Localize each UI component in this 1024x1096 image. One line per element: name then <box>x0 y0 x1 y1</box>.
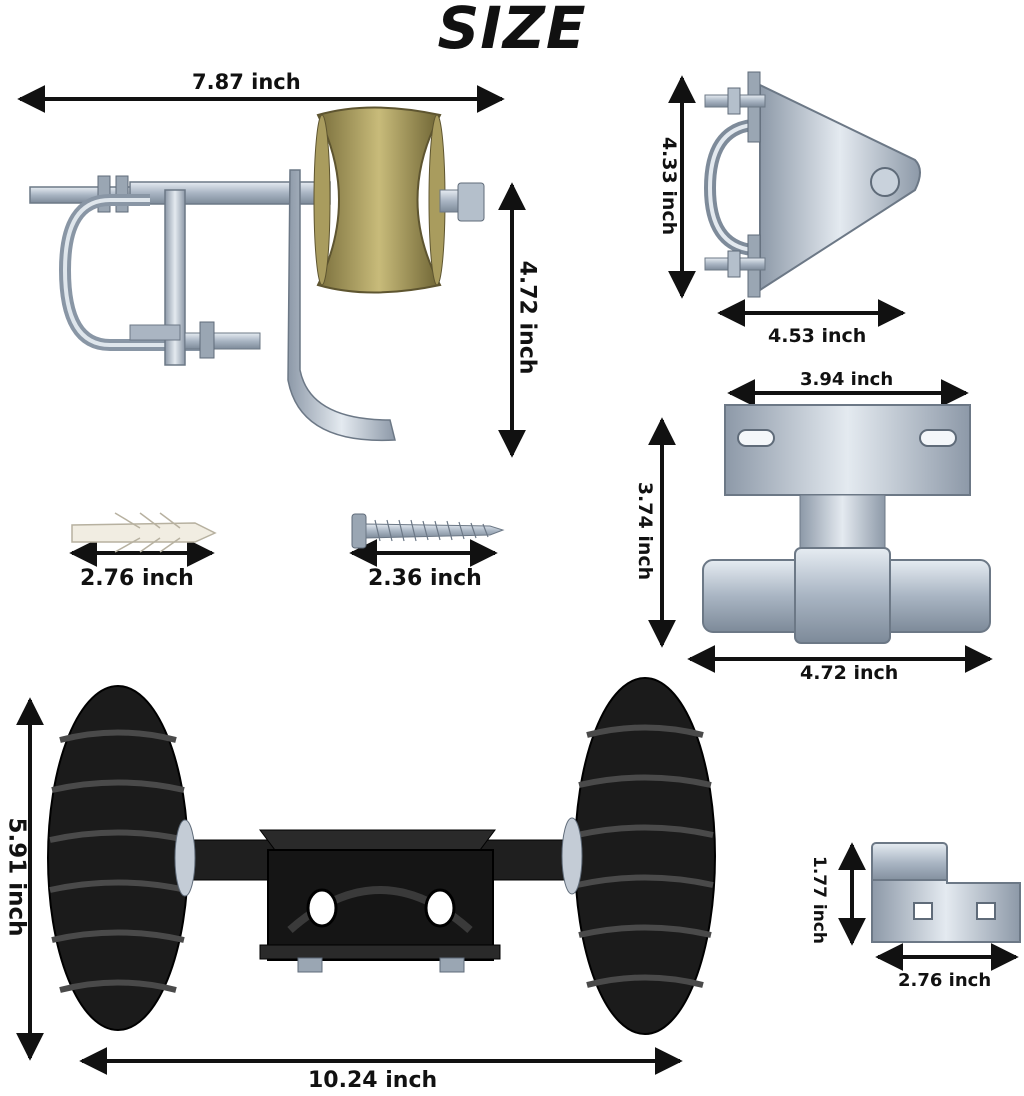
label-clamp-width: 4.53 inch <box>768 325 867 347</box>
label-roller-height: 4.72 inch <box>514 260 540 375</box>
label-bracket-bottom: 4.72 inch <box>800 662 899 684</box>
label-clamp-height: 4.33 inch <box>658 136 681 236</box>
screw-image <box>351 513 505 549</box>
label-wheel-width: 10.24 inch <box>308 1068 438 1093</box>
gate-roller-image <box>29 106 485 442</box>
label-anchor-width: 2.76 inch <box>80 566 194 591</box>
pipe-clamp-image <box>703 71 921 298</box>
page-title: SIZE <box>437 0 587 62</box>
latch-plate-image <box>871 842 1021 943</box>
wheel-assembly-image <box>47 677 716 1035</box>
label-bracket-height: 3.74 inch <box>634 481 657 581</box>
label-bracket-top: 3.94 inch <box>800 369 894 390</box>
label-roller-width: 7.87 inch <box>192 70 301 94</box>
dimension-arrows <box>16 75 1019 1075</box>
label-latch-height: 1.77 inch <box>808 856 829 944</box>
label-latch-width: 2.76 inch <box>898 970 992 991</box>
wall-anchor-image <box>71 512 217 553</box>
label-wheel-height: 5.91 inch <box>3 817 30 937</box>
label-screw-width: 2.36 inch <box>368 566 482 591</box>
pipe-bracket-image <box>702 404 991 644</box>
